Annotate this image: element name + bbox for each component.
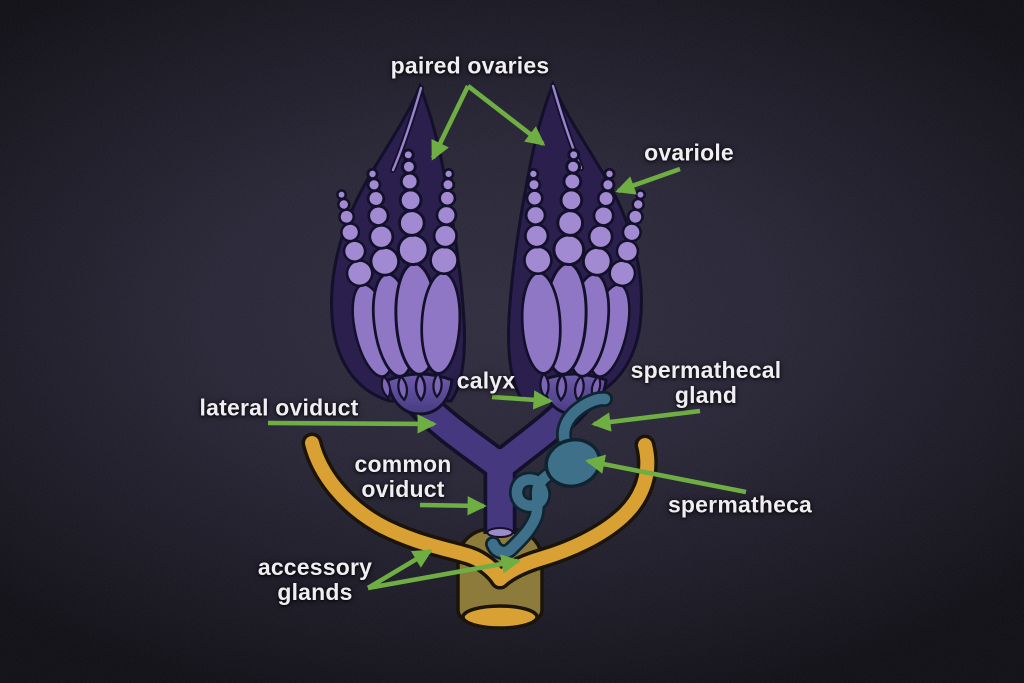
arrow-accessory-gland-right: [367, 554, 521, 591]
accessory-glands-shape: [301, 432, 658, 590]
label-spermatheca: spermatheca: [667, 491, 813, 518]
accessory-gland-left: [305, 436, 507, 586]
arrow-paired-ovaries-left: [430, 84, 471, 161]
arrow-accessory-gland-left: [366, 549, 433, 590]
spermathecal-duct: [487, 458, 570, 558]
label-spermathecal-gland: spermathecal gland: [630, 357, 782, 408]
spermatheca-complex: [485, 390, 613, 561]
arrow-lateral-oviduct: [267, 414, 437, 434]
arrow-spermathecal-gland: [591, 408, 701, 432]
arrow-spermatheca: [585, 454, 747, 495]
arrow-common-oviduct: [419, 496, 487, 516]
arrow-ovariole: [615, 166, 681, 195]
label-paired-ovaries: paired ovaries: [390, 52, 550, 79]
accessory-gland-right: [493, 438, 655, 586]
label-common-oviduct: common oviduct: [354, 451, 452, 502]
oviduct-rim: [486, 527, 514, 538]
genital-opening: [461, 604, 539, 630]
annotation-arrows: [267, 84, 747, 591]
arrow-calyx: [491, 390, 553, 410]
label-accessory-glands: accessory glands: [257, 554, 373, 605]
label-ovariole: ovariole: [644, 139, 734, 166]
spermathecal-gland-shape: [558, 393, 611, 458]
label-lateral-oviduct: lateral oviduct: [199, 394, 359, 421]
label-calyx: calyx: [456, 367, 516, 394]
arrow-paired-ovaries-right: [466, 84, 546, 146]
